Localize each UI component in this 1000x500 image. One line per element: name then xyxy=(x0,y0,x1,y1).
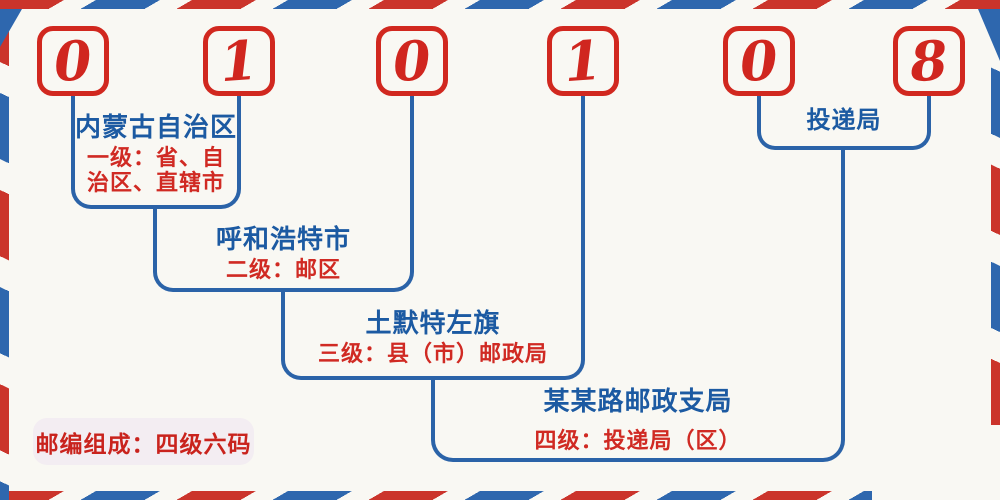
delivery-office-label: 投递局 xyxy=(757,106,931,136)
digit-box-3: 0 xyxy=(376,26,448,96)
connector-digit-4 xyxy=(581,96,585,292)
digit-box-6: 8 xyxy=(893,26,965,96)
level-1-label: 内蒙古自治区 一级：省、自 治区、直辖市 xyxy=(71,112,241,195)
level-1-name: 内蒙古自治区 xyxy=(74,112,237,142)
connector-delivery-office xyxy=(841,148,845,380)
digit-box-2: 1 xyxy=(203,26,275,96)
digit-1: 0 xyxy=(52,27,94,95)
digit-5: 0 xyxy=(738,27,780,95)
digit-2: 1 xyxy=(218,27,260,95)
airmail-stripe-border-bottom xyxy=(0,491,872,500)
airmail-stripe-border-left xyxy=(0,0,9,500)
level-4-name: 某某路邮政支局 xyxy=(543,386,733,416)
digit-box-4: 1 xyxy=(547,26,619,96)
level-3-label: 土默特左旗 三级：县（市）邮政局 xyxy=(281,308,585,366)
level-2-label: 呼和浩特市 二级：邮区 xyxy=(153,224,414,282)
level-4-label: 某某路邮政支局 四级：投递局（区） xyxy=(431,386,845,453)
envelope-corner-top-left xyxy=(0,9,22,47)
badge-text: 邮编组成：四级六码 xyxy=(35,430,252,457)
level-3-name: 土默特左旗 xyxy=(365,308,501,338)
digit-box-1: 0 xyxy=(37,26,109,96)
level-2-name: 呼和浩特市 xyxy=(215,224,351,254)
connector-digit-3 xyxy=(410,96,414,208)
digit-6: 8 xyxy=(908,27,950,95)
airmail-stripe-border-right xyxy=(991,0,1000,425)
digit-4: 1 xyxy=(562,27,604,95)
delivery-office-name: 投递局 xyxy=(806,107,882,134)
level-2-desc: 二级：邮区 xyxy=(225,257,341,282)
level-1-desc: 一级：省、自 治区、直辖市 xyxy=(86,145,225,195)
digit-3: 0 xyxy=(391,27,433,95)
digit-box-5: 0 xyxy=(723,26,795,96)
level-4-desc: 四级：投递局（区） xyxy=(534,428,742,453)
envelope-corner-top-right xyxy=(978,9,1000,61)
airmail-stripe-border-top xyxy=(0,0,1000,9)
level-3-desc: 三级：县（市）邮政局 xyxy=(317,341,548,366)
bracket-level-4 xyxy=(431,376,845,462)
postal-code-composition-badge: 邮编组成：四级六码 xyxy=(33,418,254,465)
